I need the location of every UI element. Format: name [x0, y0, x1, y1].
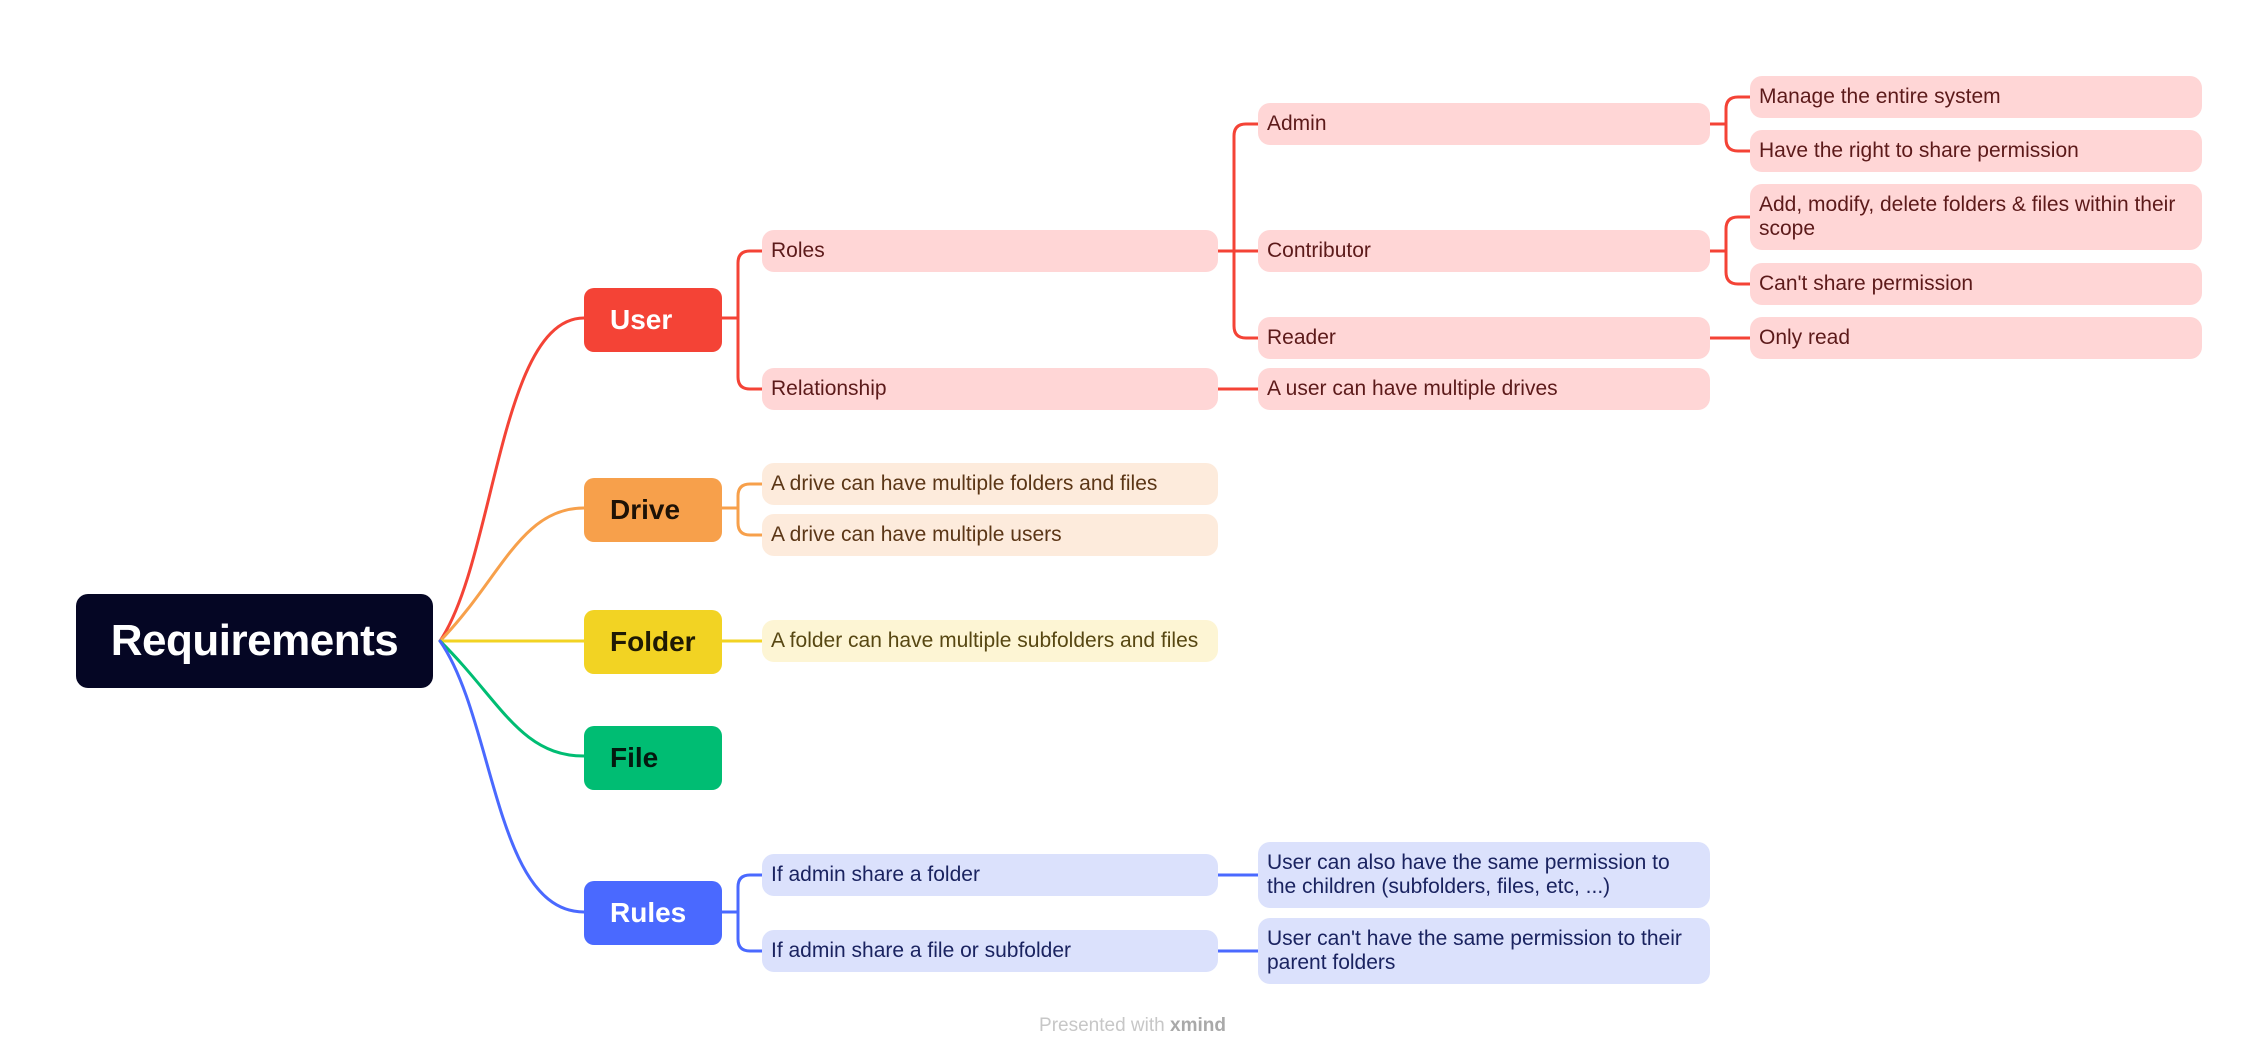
presented-with-footer: Presented with xmind — [0, 1015, 2265, 1037]
connector-admin-details — [1708, 95, 1752, 153]
connector-roles-admin — [1216, 122, 1260, 253]
relationship-detail[interactable]: A user can have multiple drives — [1258, 368, 1710, 410]
connector-root-drive — [438, 506, 586, 643]
rule-1-condition[interactable]: If admin share a folder — [762, 854, 1218, 896]
topic-file[interactable]: File — [584, 726, 722, 790]
topic-folder[interactable]: Folder — [584, 610, 722, 674]
rule-2-condition[interactable]: If admin share a file or subfolder — [762, 930, 1218, 972]
connector-user-relationship — [736, 316, 764, 391]
drive-item-2[interactable]: A drive can have multiple users — [762, 514, 1218, 556]
root-topic-requirements[interactable]: Requirements — [76, 594, 433, 688]
topic-user[interactable]: User — [584, 288, 722, 352]
reader-detail-1[interactable]: Only read — [1750, 317, 2202, 359]
footer-prefix: Presented with — [1039, 1015, 1165, 1036]
contributor-detail-1[interactable]: Add, modify, delete folders & files with… — [1750, 184, 2202, 250]
role-admin[interactable]: Admin — [1258, 103, 1710, 145]
role-contributor[interactable]: Contributor — [1258, 230, 1710, 272]
admin-detail-1[interactable]: Manage the entire system — [1750, 76, 2202, 118]
connector-root-file — [438, 639, 586, 758]
xmind-brand: xmind — [1170, 1015, 1226, 1036]
subtopic-relationship[interactable]: Relationship — [762, 368, 1218, 410]
connector-user-roles — [720, 249, 764, 320]
folder-item-1[interactable]: A folder can have multiple subfolders an… — [762, 620, 1218, 662]
connector-root-rules — [438, 639, 586, 914]
rule-1-result[interactable]: User can also have the same permission t… — [1258, 842, 1710, 908]
topic-drive[interactable]: Drive — [584, 478, 722, 542]
connector-roles-reader — [1232, 249, 1260, 340]
connector-contributor-details — [1708, 215, 1752, 286]
connector-rules-items — [720, 873, 764, 953]
drive-item-1[interactable]: A drive can have multiple folders and fi… — [762, 463, 1218, 505]
contributor-detail-2[interactable]: Can't share permission — [1750, 263, 2202, 305]
connector-drive-items — [720, 482, 764, 537]
subtopic-roles[interactable]: Roles — [762, 230, 1218, 272]
topic-rules[interactable]: Rules — [584, 881, 722, 945]
admin-detail-2[interactable]: Have the right to share permission — [1750, 130, 2202, 172]
connector-root-user — [438, 316, 586, 643]
role-reader[interactable]: Reader — [1258, 317, 1710, 359]
rule-2-result[interactable]: User can't have the same permission to t… — [1258, 918, 1710, 984]
